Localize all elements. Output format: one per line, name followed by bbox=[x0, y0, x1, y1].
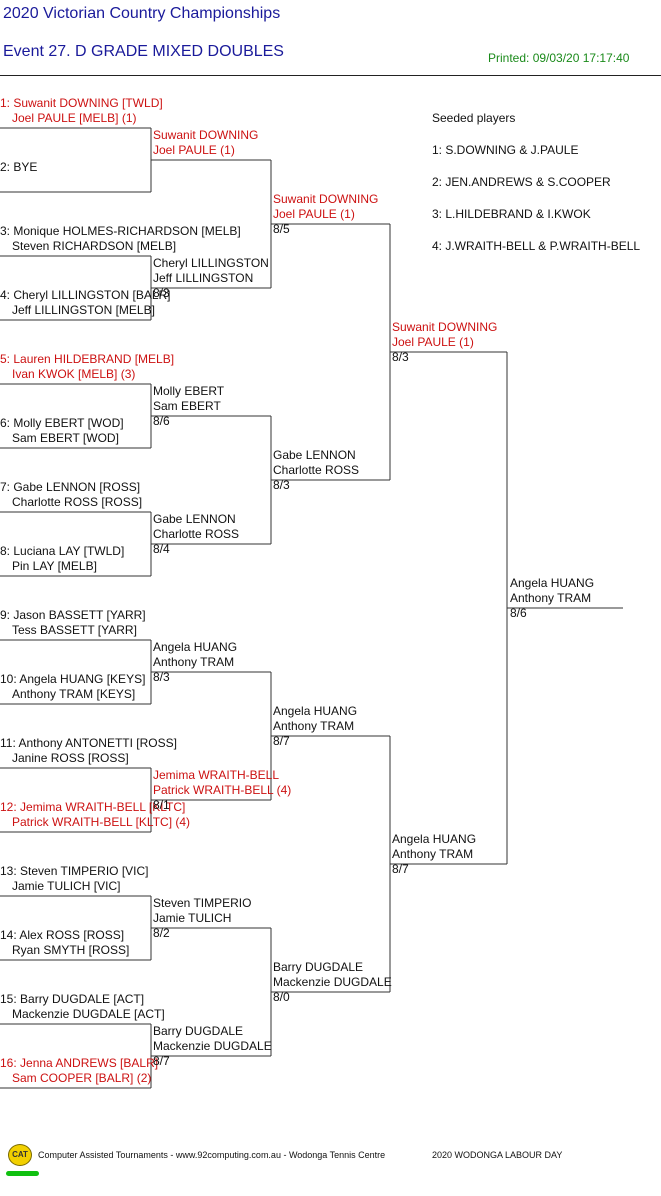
event-title: Event 27. D GRADE MIXED DOUBLES bbox=[3, 43, 284, 60]
round2-entry-4-line1: Gabe LENNON bbox=[153, 512, 236, 526]
round2-entry-5-line2: Anthony TRAM bbox=[153, 655, 235, 669]
round1-entry-6-line1: 6: Molly EBERT [WOD] bbox=[0, 416, 124, 430]
round2-entry-1-line2: Joel PAULE (1) bbox=[153, 143, 235, 157]
round2-entry-4-score: 8/4 bbox=[153, 542, 170, 556]
round3-entry-1-line2: Joel PAULE (1) bbox=[273, 207, 355, 221]
round3-entry-3-score: 8/7 bbox=[273, 734, 290, 748]
round1-entry-12-line1: 12: Jemima WRAITH-BELL [KLTC] bbox=[0, 800, 186, 814]
round1-entry-8-line2: Pin LAY [MELB] bbox=[12, 559, 97, 573]
round1-entry-4-line2: Jeff LILLINGSTON [MELB] bbox=[12, 303, 155, 317]
seed-3: 3: L.HILDEBRAND & I.KWOK bbox=[432, 207, 591, 221]
round2-entry-2-line2: Jeff LILLINGSTON bbox=[153, 271, 254, 285]
winner-line2: Anthony TRAM bbox=[510, 591, 592, 605]
round2-entry-3-line2: Sam EBERT bbox=[153, 399, 221, 413]
round1-entry-13-line1: 13: Steven TIMPERIO [VIC] bbox=[0, 864, 149, 878]
round2-entry-4-line2: Charlotte ROSS bbox=[153, 527, 240, 541]
round1-entry-14-line2: Ryan SMYTH [ROSS] bbox=[12, 943, 130, 957]
round3-entry-2-line2: Charlotte ROSS bbox=[273, 463, 360, 477]
round2-entry-7-line2: Jamie TULICH bbox=[153, 911, 232, 925]
round1-entry-11-line1: 11: Anthony ANTONETTI [ROSS] bbox=[0, 736, 177, 750]
round2-entry-7-line1: Steven TIMPERIO bbox=[153, 896, 252, 910]
round4-entry-1-score: 8/3 bbox=[392, 350, 409, 364]
round1-entry-7-line1: 7: Gabe LENNON [ROSS] bbox=[0, 480, 141, 494]
round3-entry-4-score: 8/0 bbox=[273, 990, 290, 1004]
round2-entry-2-score: 8/3 bbox=[153, 286, 170, 300]
round4-entry-1-line2: Joel PAULE (1) bbox=[392, 335, 474, 349]
header-divider bbox=[0, 75, 661, 76]
round1-entry-10-line2: Anthony TRAM [KEYS] bbox=[12, 687, 136, 701]
round1-entry-1-line2: Joel PAULE [MELB] (1) bbox=[12, 111, 137, 125]
printed-timestamp: Printed: 09/03/20 17:17:40 bbox=[488, 51, 630, 65]
round1-entry-15-line2: Mackenzie DUGDALE [ACT] bbox=[12, 1007, 165, 1021]
round2-entry-5-score: 8/3 bbox=[153, 670, 170, 684]
footer-credit: Computer Assisted Tournaments - www.92co… bbox=[38, 1150, 386, 1160]
round2-entry-7-score: 8/2 bbox=[153, 926, 170, 940]
round1-entry-16-line2: Sam COOPER [BALR] (2) bbox=[12, 1071, 152, 1085]
round3-entry-4-line1: Barry DUGDALE bbox=[273, 960, 364, 974]
tournament-title: 2020 Victorian Country Championships bbox=[3, 5, 281, 22]
round2-entry-8-line1: Barry DUGDALE bbox=[153, 1024, 244, 1038]
round1-entry-4-line1: 4: Cheryl LILLINGSTON [BALR] bbox=[0, 288, 171, 302]
round1-entry-1-line1: 1: Suwanit DOWNING [TWLD] bbox=[0, 96, 163, 110]
round2-entry-3-line1: Molly EBERT bbox=[153, 384, 225, 398]
round4-entry-1-line1: Suwanit DOWNING bbox=[392, 320, 498, 334]
winner-score: 8/6 bbox=[510, 606, 527, 620]
round4-entry-2-score: 8/7 bbox=[392, 862, 409, 876]
round1-entry-3-line1: 3: Monique HOLMES-RICHARDSON [MELB] bbox=[0, 224, 241, 238]
round1-entry-5-line1: 5: Lauren HILDEBRAND [MELB] bbox=[0, 352, 175, 366]
round3-entry-1-line1: Suwanit DOWNING bbox=[273, 192, 379, 206]
round1-entry-2-line1: 2: BYE bbox=[0, 160, 38, 174]
round2-entry-6-score: 8/1 bbox=[153, 798, 170, 812]
round4-entry-2-line1: Angela HUANG bbox=[392, 832, 477, 846]
round2-entry-5-line1: Angela HUANG bbox=[153, 640, 238, 654]
winner-line1: Angela HUANG bbox=[510, 576, 595, 590]
round3-entry-3-line1: Angela HUANG bbox=[273, 704, 358, 718]
round2-entry-6-line1: Jemima WRAITH-BELL bbox=[153, 768, 280, 782]
round1-entry-7-line2: Charlotte ROSS [ROSS] bbox=[12, 495, 143, 509]
round3-entry-1-score: 8/5 bbox=[273, 222, 290, 236]
round2-entry-1-line1: Suwanit DOWNING bbox=[153, 128, 259, 142]
seed-4: 4: J.WRAITH-BELL & P.WRAITH-BELL bbox=[432, 239, 641, 253]
round1-entry-9-line2: Tess BASSETT [YARR] bbox=[12, 623, 137, 637]
round1-entry-13-line2: Jamie TULICH [VIC] bbox=[12, 879, 121, 893]
round1-entry-3-line2: Steven RICHARDSON [MELB] bbox=[12, 239, 177, 253]
footer-tournament: 2020 WODONGA LABOUR DAY bbox=[432, 1150, 563, 1160]
round2-entry-6-line2: Patrick WRAITH-BELL (4) bbox=[153, 783, 292, 797]
round3-entry-3-line2: Anthony TRAM bbox=[273, 719, 355, 733]
round4-entry-2-line2: Anthony TRAM bbox=[392, 847, 474, 861]
seed-2: 2: JEN.ANDREWS & S.COOPER bbox=[432, 175, 611, 189]
cat-logo-icon: CAT bbox=[8, 1144, 32, 1166]
seed-1: 1: S.DOWNING & J.PAULE bbox=[432, 143, 579, 157]
round1-entry-15-line1: 15: Barry DUGDALE [ACT] bbox=[0, 992, 145, 1006]
round1-entry-8-line1: 8: Luciana LAY [TWLD] bbox=[0, 544, 125, 558]
round3-entry-2-score: 8/3 bbox=[273, 478, 290, 492]
round3-entry-2-line1: Gabe LENNON bbox=[273, 448, 356, 462]
round1-entry-14-line1: 14: Alex ROSS [ROSS] bbox=[0, 928, 125, 942]
round1-entry-9-line1: 9: Jason BASSETT [YARR] bbox=[0, 608, 146, 622]
logo-underline bbox=[6, 1171, 39, 1176]
round1-entry-5-line2: Ivan KWOK [MELB] (3) bbox=[12, 367, 136, 381]
round1-entry-16-line1: 16: Jenna ANDREWS [BALR] bbox=[0, 1056, 159, 1070]
round2-entry-3-score: 8/6 bbox=[153, 414, 170, 428]
round1-entry-10-line1: 10: Angela HUANG [KEYS] bbox=[0, 672, 146, 686]
round2-entry-8-line2: Mackenzie DUGDALE bbox=[153, 1039, 272, 1053]
round2-entry-8-score: 8/7 bbox=[153, 1054, 170, 1068]
round2-entry-2-line1: Cheryl LILLINGSTON bbox=[153, 256, 269, 270]
round1-entry-11-line2: Janine ROSS [ROSS] bbox=[12, 751, 129, 765]
round3-entry-4-line2: Mackenzie DUGDALE bbox=[273, 975, 392, 989]
round1-entry-12-line2: Patrick WRAITH-BELL [KLTC] (4) bbox=[12, 815, 191, 829]
seeded-heading: Seeded players bbox=[432, 111, 516, 125]
round1-entry-6-line2: Sam EBERT [WOD] bbox=[12, 431, 119, 445]
